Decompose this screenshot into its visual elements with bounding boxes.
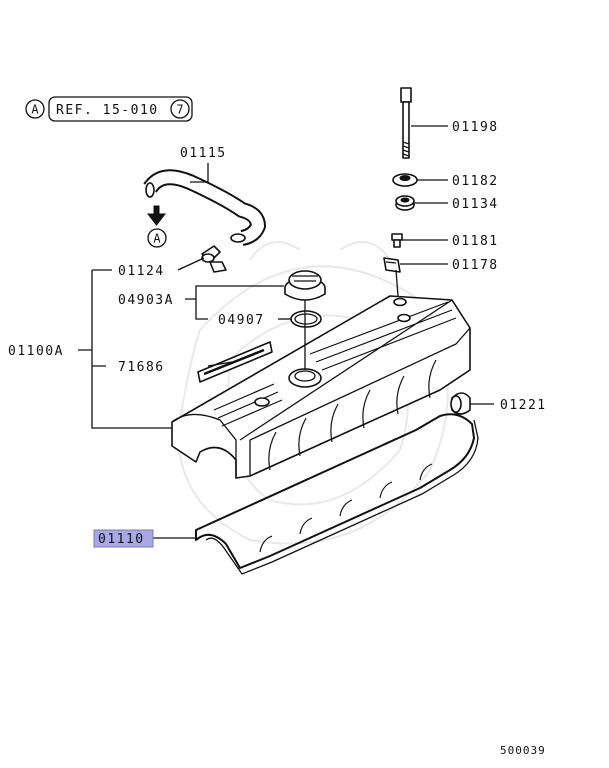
label-01124[interactable]: 01124 [118, 264, 165, 279]
plug-part[interactable] [450, 392, 471, 415]
valve-cover-part[interactable] [171, 295, 471, 479]
clip-part[interactable] [383, 257, 401, 273]
bolt-part[interactable] [400, 87, 412, 159]
label-01182[interactable]: 01182 [452, 174, 499, 189]
label-01198[interactable]: 01198 [452, 120, 499, 135]
leader-lines [78, 125, 494, 539]
label-01134[interactable]: 01134 [452, 197, 499, 212]
label-04903A[interactable]: 04903A [118, 293, 174, 308]
label-01110-highlight[interactable]: 01110 [93, 529, 154, 548]
o-ring-part[interactable] [290, 310, 322, 328]
reference-tag[interactable]: A REF. 15-010 7 [25, 96, 193, 122]
grommet-part[interactable] [395, 195, 415, 211]
arrow-a-marker: A [146, 205, 167, 248]
arrow-a-letter: A [153, 232, 161, 246]
connector-part[interactable] [201, 245, 227, 273]
washer-part[interactable] [392, 173, 418, 187]
label-71686[interactable]: 71686 [118, 360, 165, 375]
label-01110[interactable]: 01110 [98, 532, 145, 547]
hose-part[interactable] [143, 169, 266, 246]
label-01115[interactable]: 01115 [180, 146, 227, 161]
reference-circle-letter: A [31, 103, 39, 117]
label-01178[interactable]: 01178 [452, 258, 499, 273]
label-01100A[interactable]: 01100A [8, 344, 64, 359]
label-01221[interactable]: 01221 [500, 398, 547, 413]
reference-text: REF. 15-010 [56, 103, 159, 118]
label-01181[interactable]: 01181 [452, 234, 499, 249]
figure-number: 500039 [500, 744, 546, 757]
oil-cap-part[interactable] [284, 270, 326, 301]
gasket-part[interactable] [195, 413, 479, 575]
reference-circle-number: 7 [176, 103, 183, 117]
label-04907[interactable]: 04907 [218, 313, 265, 328]
small-bolt-part[interactable] [391, 233, 403, 248]
